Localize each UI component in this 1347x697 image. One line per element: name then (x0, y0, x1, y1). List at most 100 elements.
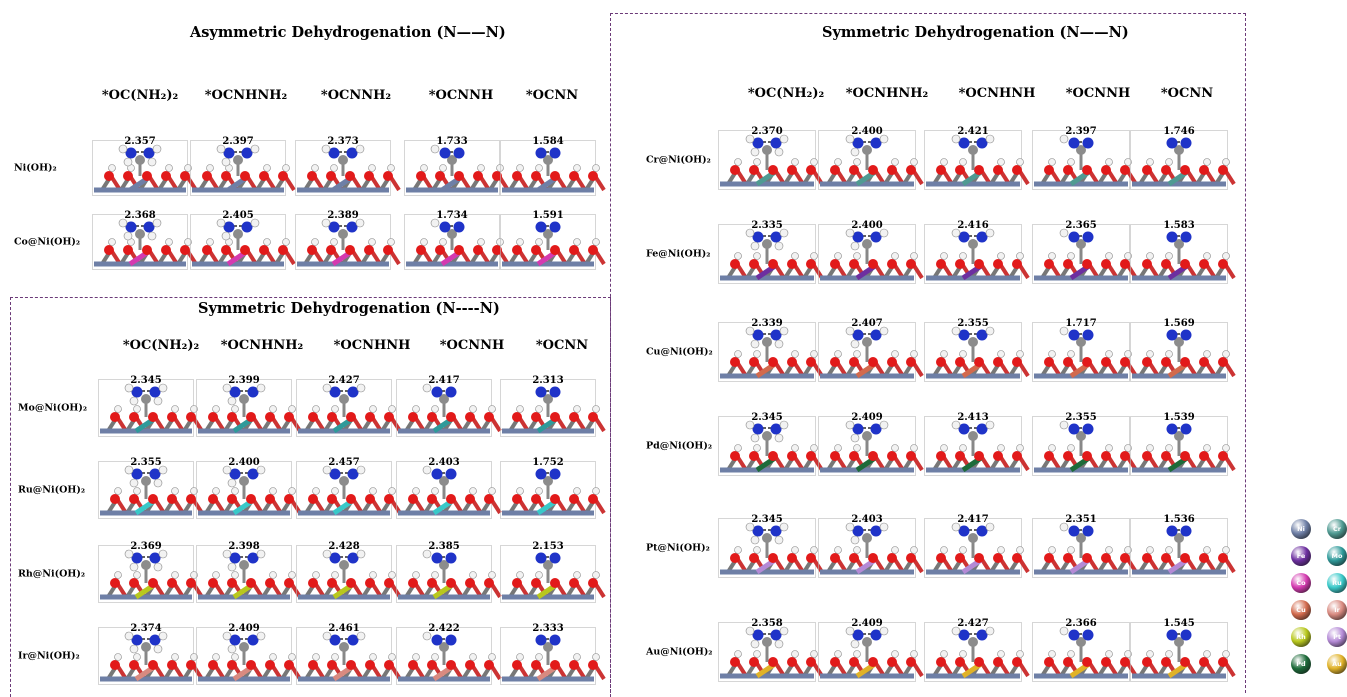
hydrogen-atom (1059, 626, 1069, 636)
structure-model (196, 461, 302, 519)
oxygen-atom (1044, 451, 1054, 461)
n-n-distance-value: 2.403 (428, 457, 460, 468)
hydrogen-atom (850, 147, 860, 157)
oxygen-atom (787, 657, 797, 667)
oxygen-atom (246, 660, 256, 670)
hydrogen-atom (592, 238, 600, 246)
hydrogen-atom (412, 653, 420, 661)
hydrogen-atom (312, 571, 320, 579)
structure-cell: 2.399 (196, 375, 302, 437)
carbon-atom (239, 642, 249, 652)
hydrogen-atom (190, 405, 198, 413)
oxygen-atom (180, 171, 190, 181)
hydrogen-atom (165, 238, 173, 246)
structure-cell: 2.405 (190, 210, 296, 270)
carbon-atom (1174, 337, 1184, 347)
n-n-distance-value: 1.569 (1163, 318, 1195, 329)
oxygen-atom (955, 357, 965, 367)
nitrogen-atom (431, 634, 443, 646)
n-n-distance-value: 2.313 (532, 375, 564, 386)
structure-model (818, 518, 924, 578)
oxygen-atom (1180, 165, 1190, 175)
nitrogen-atom (852, 137, 864, 149)
hydrogen-atom (263, 164, 271, 172)
carbon-atom (762, 337, 772, 347)
oxygen-atom (512, 660, 522, 670)
oxygen-atom (974, 553, 984, 563)
hydrogen-atom (1222, 252, 1230, 260)
structure-cell: 2.427 (296, 375, 402, 437)
hydrogen-atom (439, 164, 447, 172)
oxygen-atom (1142, 357, 1152, 367)
oxygen-atom (346, 494, 356, 504)
hydrogen-atom (422, 465, 432, 475)
row-label: Pt@Ni(OH)₂ (646, 542, 710, 554)
hydrogen-atom (158, 383, 168, 393)
oxygen-atom (492, 245, 502, 255)
oxygen-atom (307, 245, 317, 255)
hydrogen-atom (879, 522, 889, 532)
oxygen-atom (446, 578, 456, 588)
hydrogen-atom (910, 650, 918, 658)
oxygen-atom (906, 357, 916, 367)
hydrogen-atom (369, 405, 377, 413)
oxygen-atom (887, 657, 897, 667)
oxygen-atom (550, 578, 560, 588)
oxygen-atom (435, 245, 445, 255)
hydrogen-atom (321, 218, 331, 228)
hydrogen-atom (1203, 650, 1211, 658)
oxygen-atom (427, 494, 437, 504)
oxygen-atom (1012, 451, 1022, 461)
oxygen-atom (492, 171, 502, 181)
carbon-atom (762, 431, 772, 441)
legend-element-symbol: Pt (1333, 633, 1341, 641)
structure-model (190, 140, 296, 196)
column-header: *OCNN (1160, 86, 1214, 101)
hydrogen-atom (745, 326, 755, 336)
hydrogen-atom (152, 218, 162, 228)
oxygen-atom (569, 171, 579, 181)
hydrogen-atom (1146, 158, 1154, 166)
hydrogen-atom (592, 571, 600, 579)
structure-model (296, 461, 402, 519)
oxygen-atom (868, 165, 878, 175)
structure-model (818, 224, 924, 284)
structure-cell: 2.358 (718, 618, 824, 682)
structure-model (295, 140, 401, 196)
oxygen-atom (365, 494, 375, 504)
oxygen-atom (1199, 165, 1209, 175)
oxygen-atom (974, 357, 984, 367)
hydrogen-atom (891, 546, 899, 554)
oxygen-atom (408, 412, 418, 422)
structure-cell: 2.368 (92, 210, 198, 270)
oxygen-atom (186, 660, 196, 670)
oxygen-atom (787, 553, 797, 563)
structure-cell: 2.398 (196, 541, 302, 603)
oxygen-atom (408, 578, 418, 588)
oxygen-atom (1101, 357, 1111, 367)
oxygen-atom (427, 578, 437, 588)
n-n-distance-value: 2.421 (957, 126, 989, 137)
nitrogen-atom (976, 231, 988, 243)
hydrogen-atom (496, 238, 504, 246)
nitrogen-atom (549, 386, 561, 398)
hydrogen-atom (171, 653, 179, 661)
oxygen-atom (806, 259, 816, 269)
hydrogen-atom (222, 465, 232, 475)
oxygen-atom (569, 660, 579, 670)
oxygen-atom (327, 494, 337, 504)
oxygen-atom (284, 412, 294, 422)
n-n-distance-value: 1.591 (532, 210, 564, 221)
oxygen-atom (569, 412, 579, 422)
hydrogen-atom (1222, 444, 1230, 452)
structure-model (196, 627, 302, 685)
legend-element-ball (1327, 573, 1347, 593)
hydrogen-atom (1165, 252, 1173, 260)
nitrogen-atom (445, 552, 457, 564)
structure-model (396, 379, 502, 437)
hydrogen-atom (753, 350, 761, 358)
nitrogen-atom (149, 468, 161, 480)
oxygen-atom (787, 451, 797, 461)
oxygen-atom (246, 578, 256, 588)
hydrogen-atom (850, 241, 860, 251)
